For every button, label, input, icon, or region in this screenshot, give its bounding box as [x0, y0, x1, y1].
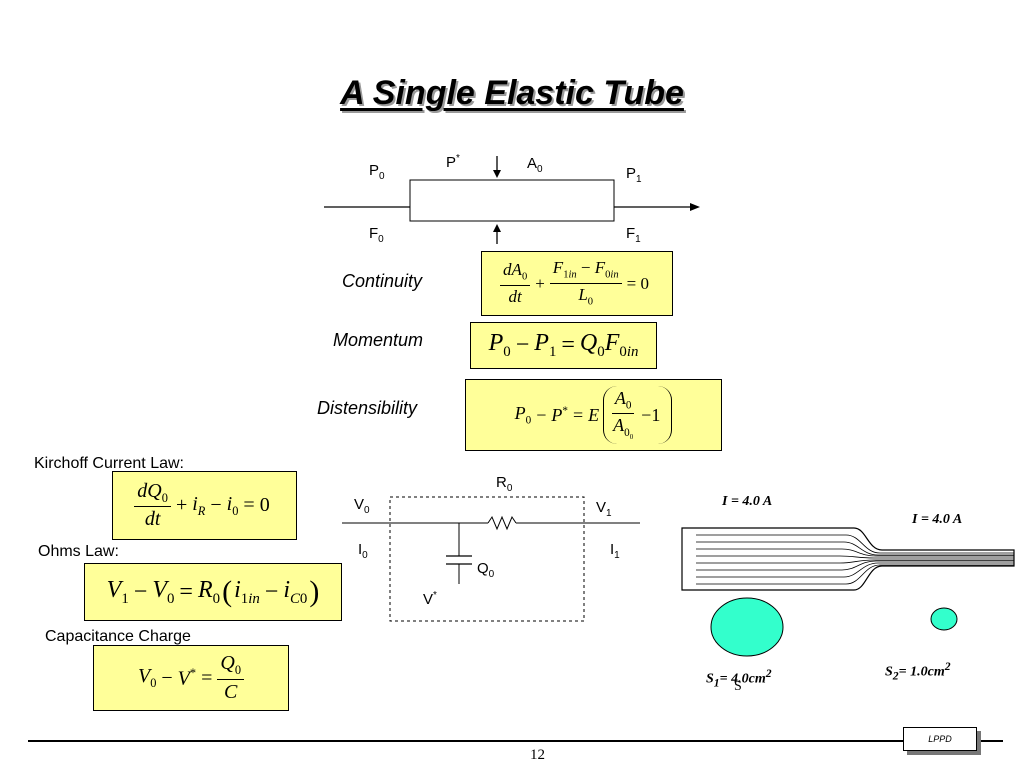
label-p-star: P*	[446, 153, 460, 171]
s2-label: S2= 1.0cm2	[885, 660, 951, 683]
slide-title: A Single Elastic Tube	[340, 74, 684, 112]
label-i1: I1	[610, 541, 620, 561]
lppd-logo: LPPD	[903, 727, 977, 751]
label-f0: F0	[369, 225, 384, 245]
page-number: 12	[530, 747, 545, 763]
tube-flow-diagram	[324, 156, 700, 244]
current-right-label: I = 4.0 A	[912, 512, 963, 527]
kirchoff-label: Kirchoff Current Law:	[34, 455, 184, 472]
tube-figure	[681, 527, 1015, 657]
momentum-label: Momentum	[333, 330, 424, 350]
ohms-label: Ohms Law:	[38, 543, 119, 560]
momentum-equation: P0−P1=Q0F0in	[470, 322, 657, 369]
label-v1: V1	[596, 499, 612, 519]
capacitance-label: Capacitance Charge	[45, 628, 191, 645]
label-v0: V0	[354, 496, 370, 516]
label-r0: R0	[496, 474, 513, 494]
distensibility-label: Distensibility	[317, 398, 418, 418]
stray-s-glyph: S	[734, 679, 742, 694]
label-v-star: V*	[423, 590, 437, 608]
label-p0: P0	[369, 162, 385, 182]
label-i0: I0	[358, 541, 368, 561]
label-q0: Q0	[477, 560, 495, 580]
continuity-label: Continuity	[342, 271, 423, 291]
current-left-label: I = 4.0 A	[722, 494, 773, 509]
circuit-diagram	[342, 496, 640, 622]
s1-label: S1= 4.0cm2	[706, 667, 772, 690]
label-f1: F1	[626, 225, 641, 245]
label-p1: P1	[626, 165, 642, 185]
ohms-equation: V1−V0=R0 (i1in−iC0)	[84, 563, 342, 621]
footer-rule	[28, 740, 1003, 742]
label-a0: A0	[527, 155, 543, 175]
